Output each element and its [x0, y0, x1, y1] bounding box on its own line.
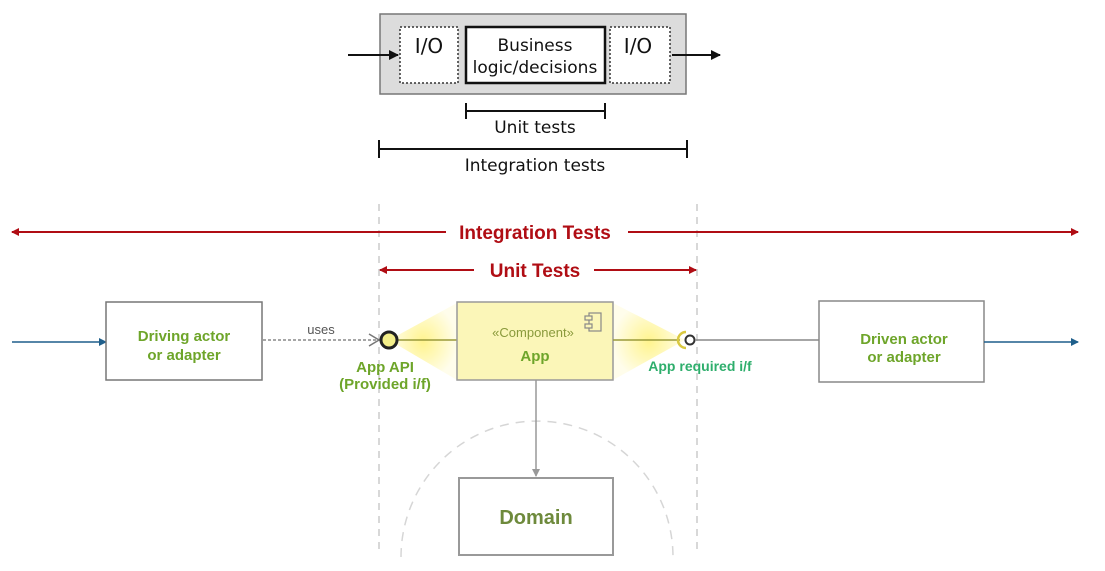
driven-actor-line2: or adapter [867, 349, 941, 366]
driven-actor-box [818, 300, 985, 383]
top-diagram: I/O Business logic/decisions I/O Unit te… [348, 13, 721, 176]
io-right-box [609, 26, 671, 84]
io-left-label: I/O [415, 34, 443, 58]
component-name: App [520, 348, 549, 365]
io-left-box [399, 26, 459, 84]
app-component-box [456, 301, 614, 381]
component-stereotype: «Component» [492, 325, 574, 340]
required-socket-icon [676, 330, 687, 350]
integration-tests-bracket [378, 140, 688, 158]
io-right-label: I/O [624, 34, 652, 58]
business-logic-line1: Business [498, 36, 573, 56]
domain-boundary-arc [400, 420, 674, 558]
domain-box [458, 477, 614, 556]
component-glow-right [613, 303, 685, 380]
unit-scope-label: Unit Tests [490, 261, 580, 282]
driving-actor-line1: Driving actor [138, 328, 231, 345]
app-required-label: App required i/f [648, 358, 752, 374]
driven-actor-line1: Driven actor [860, 331, 948, 348]
required-interface-icon [684, 334, 696, 346]
integration-scope-label: Integration Tests [459, 223, 611, 244]
app-api-line2: (Provided i/f) [339, 376, 431, 393]
provided-interface-icon [379, 330, 399, 350]
integration-tests-label: Integration tests [465, 156, 606, 176]
driving-actor-line2: or adapter [147, 347, 221, 364]
uses-label: uses [307, 322, 335, 337]
component-icon [584, 312, 602, 332]
unit-scope: Unit Tests [379, 261, 697, 282]
driving-actor-box [105, 301, 263, 381]
business-logic-box [464, 25, 607, 85]
unit-tests-label: Unit tests [494, 118, 576, 138]
business-logic-line2: logic/decisions [473, 58, 598, 78]
component-glow [389, 303, 457, 380]
uses-open-arrowhead [368, 333, 381, 347]
domain-label: Domain [499, 507, 572, 529]
app-api-line1: App API [356, 359, 414, 376]
integration-scope: Integration Tests [11, 223, 1079, 244]
unit-tests-bracket [465, 103, 606, 119]
